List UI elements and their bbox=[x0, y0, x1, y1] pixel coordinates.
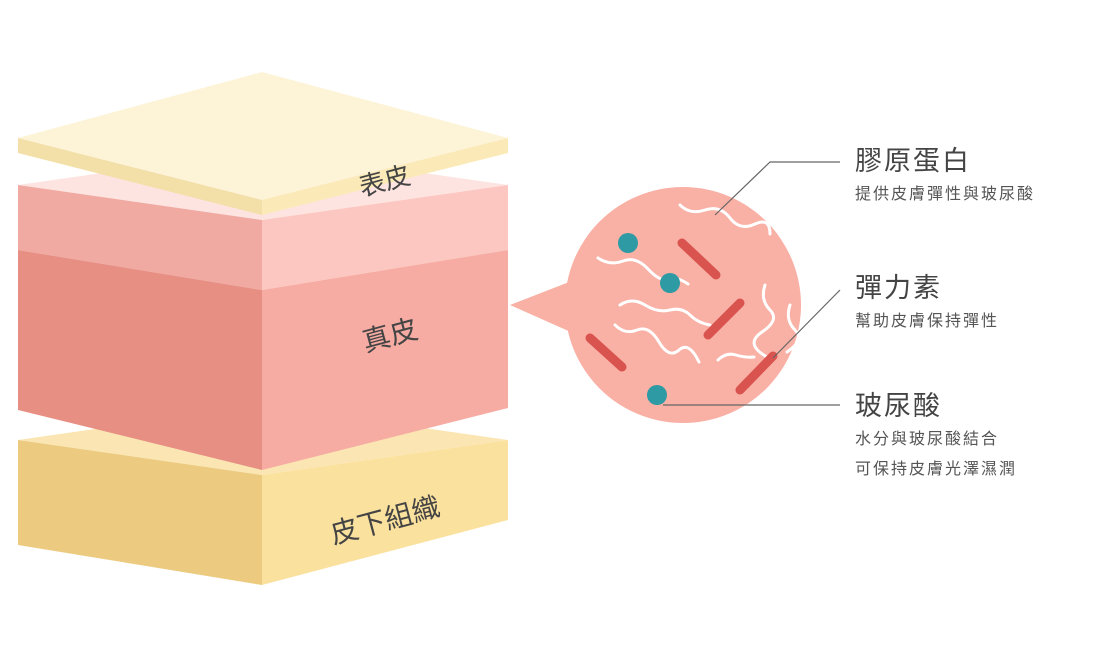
hyaluronic-dots bbox=[618, 233, 680, 405]
subcutaneous-right-face bbox=[262, 440, 508, 585]
collagen-fiber bbox=[618, 299, 712, 327]
elastin-bar bbox=[585, 333, 627, 372]
elastin-bar bbox=[735, 351, 778, 395]
dermis-right-face-upper bbox=[262, 185, 508, 290]
hyaluronic-legend: 玻尿酸 水分與玻尿酸結合 可保持皮膚光澤濕潤 bbox=[855, 390, 1017, 484]
hyaluronic-desc-line-2: 可保持皮膚光澤濕潤 bbox=[855, 459, 1018, 478]
collagen-legend: 膠原蛋白 提供皮膚彈性與玻尿酸 bbox=[855, 145, 1035, 209]
collagen-title: 膠原蛋白 bbox=[855, 146, 971, 177]
collagen-desc: 提供皮膚彈性與玻尿酸 bbox=[855, 184, 1036, 203]
elastin-bar bbox=[677, 238, 721, 280]
leader-lines bbox=[663, 161, 841, 406]
collagen-fibers bbox=[596, 203, 801, 364]
elastin-leader-line bbox=[772, 289, 841, 359]
elastin-bar bbox=[703, 298, 745, 340]
epidermis-right-face bbox=[262, 138, 508, 215]
dermis-left-face-upper bbox=[18, 185, 262, 290]
epidermis-top-face bbox=[18, 72, 508, 200]
elastin-desc: 幫助皮膚保持彈性 bbox=[855, 311, 1000, 330]
elastin-fibers bbox=[585, 238, 778, 395]
elastin-title: 彈力素 bbox=[855, 273, 942, 304]
dermis-left-face bbox=[18, 250, 262, 470]
dermis-block: 真皮 bbox=[18, 150, 508, 470]
hyaluronic-dot bbox=[618, 233, 638, 253]
hyaluronic-dot bbox=[660, 273, 680, 293]
dermis-right-face bbox=[262, 250, 508, 470]
collagen-fiber bbox=[752, 283, 776, 359]
epidermis-left-face bbox=[18, 138, 262, 215]
collagen-fiber bbox=[678, 203, 772, 236]
collagen-fiber bbox=[785, 303, 801, 354]
collagen-leader-line bbox=[714, 161, 840, 216]
hyaluronic-title: 玻尿酸 bbox=[855, 391, 942, 422]
collagen-fiber bbox=[716, 352, 756, 362]
collagen-fiber bbox=[613, 323, 701, 364]
hyaluronic-desc-line-1: 水分與玻尿酸結合 bbox=[855, 429, 1000, 448]
hyaluronic-dot bbox=[647, 385, 667, 405]
elastin-legend: 彈力素 幫助皮膚保持彈性 bbox=[855, 272, 999, 336]
magnified-view bbox=[510, 161, 841, 423]
subcutaneous-left-face bbox=[18, 440, 262, 585]
